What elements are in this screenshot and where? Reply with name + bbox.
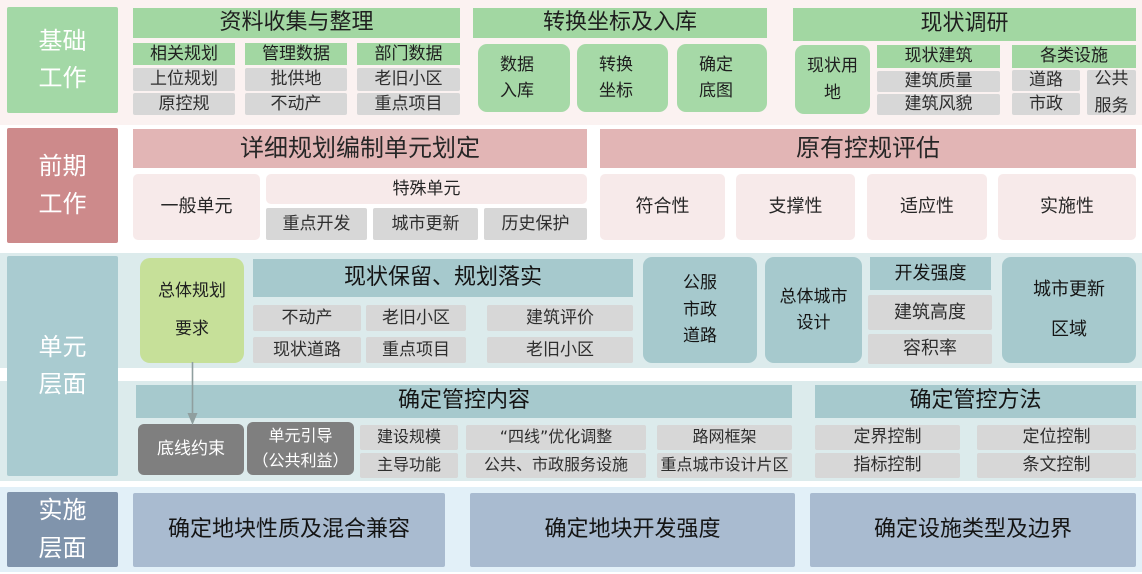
cell-road-network: 路网框架	[657, 425, 792, 450]
header-facilities: 各类设施	[1012, 45, 1136, 68]
cell-four-lines-adjustment: “四线”优化调整	[466, 425, 646, 450]
box-public-municipal-road: 公服 市政 道路	[643, 257, 757, 363]
box-general-unit: 一般单元	[133, 174, 260, 240]
header-related-planning: 相关规划	[133, 43, 235, 65]
arrow-down-icon	[187, 362, 198, 425]
title-control-content: 确定管控内容	[136, 385, 792, 418]
row-label-implementation: 实施 层面	[7, 492, 118, 567]
box-overall-urban-design: 总体城市 设计	[765, 257, 862, 363]
cell-key-development: 重点开发	[266, 208, 367, 240]
cell-construction-scale: 建设规模	[360, 425, 458, 450]
cell-old-community-3: 老旧小区	[487, 337, 633, 363]
cell-building-quality: 建筑质量	[877, 71, 1000, 92]
cell-building-evaluation: 建筑评价	[487, 305, 633, 331]
box-plot-intensity: 确定地块开发强度	[470, 493, 795, 567]
cell-real-estate-2: 不动产	[253, 305, 361, 331]
cell-historic-preservation: 历史保护	[484, 208, 587, 240]
cell-clause-control: 条文控制	[977, 453, 1136, 478]
cell-superior-planning: 上位规划	[133, 68, 235, 91]
cell-boundary-control: 定界控制	[815, 425, 960, 450]
cell-public-service: 公共 服务	[1087, 69, 1136, 116]
cell-old-community-2: 老旧小区	[366, 305, 466, 331]
cell-building-style: 建筑风貌	[877, 94, 1000, 115]
title-control-method: 确定管控方法	[815, 385, 1136, 418]
cell-building-height: 建筑高度	[868, 295, 992, 330]
box-support: 支撑性	[736, 174, 855, 240]
title-data-collection: 资料收集与整理	[133, 8, 460, 38]
row-label-unit: 单元 层面	[7, 256, 118, 476]
box-adaptability: 适应性	[867, 174, 987, 240]
cell-municipal: 市政	[1012, 93, 1080, 115]
cell-indicator-control: 指标控制	[815, 453, 960, 478]
header-development-intensity: 开发强度	[870, 257, 991, 290]
box-convert-coordinates: 转换 坐标	[577, 44, 668, 112]
cell-key-project: 重点项目	[357, 93, 460, 115]
cell-old-community: 老旧小区	[357, 68, 460, 91]
box-conformity: 符合性	[600, 174, 725, 240]
title-status-survey: 现状调研	[793, 8, 1136, 41]
cell-plot-ratio: 容积率	[868, 334, 992, 364]
box-plot-nature: 确定地块性质及混合兼容	[133, 493, 445, 567]
cell-urban-renewal: 城市更新	[373, 208, 478, 240]
header-management-data: 管理数据	[245, 43, 347, 65]
cell-key-design-area: 重点城市设计片区	[657, 453, 792, 478]
cell-original-regulation: 原控规	[133, 93, 235, 115]
title-regulation-evaluation: 原有控规评估	[600, 129, 1136, 168]
cell-public-municipal-facilities: 公共、市政服务设施	[466, 453, 646, 478]
header-current-building: 现状建筑	[877, 45, 1000, 68]
cell-leading-function: 主导功能	[360, 453, 458, 478]
box-bottom-line-constraint: 底线约束	[138, 424, 244, 475]
box-unit-guidance: 单元引导 （公共利益）	[247, 422, 354, 475]
box-implementability: 实施性	[998, 174, 1136, 240]
box-master-plan-requirement: 总体规划 要求	[140, 258, 244, 363]
header-special-unit: 特殊单元	[266, 174, 587, 204]
title-status-retention: 现状保留、规划落实	[253, 259, 633, 297]
row-label-preliminary: 前期 工作	[7, 128, 118, 243]
header-department-data: 部门数据	[357, 43, 460, 65]
box-data-storage: 数据 入库	[478, 44, 570, 112]
box-current-land-use: 现状用 地	[795, 45, 870, 114]
cell-key-project-2: 重点项目	[366, 337, 466, 363]
title-unit-delineation: 详细规划编制单元划定	[133, 129, 587, 168]
box-facility-type: 确定设施类型及边界	[810, 493, 1136, 567]
cell-road: 道路	[1012, 70, 1080, 91]
box-confirm-basemap: 确定 底图	[677, 44, 767, 112]
cell-real-estate: 不动产	[245, 93, 347, 115]
cell-current-road: 现状道路	[253, 337, 361, 363]
row-label-foundation: 基础 工作	[7, 7, 118, 113]
title-coordinate-conversion: 转换坐标及入库	[473, 8, 767, 38]
cell-land-supply: 批供地	[245, 68, 347, 91]
box-urban-renewal-area: 城市更新 区域	[1002, 257, 1136, 363]
cell-positioning-control: 定位控制	[977, 425, 1136, 450]
